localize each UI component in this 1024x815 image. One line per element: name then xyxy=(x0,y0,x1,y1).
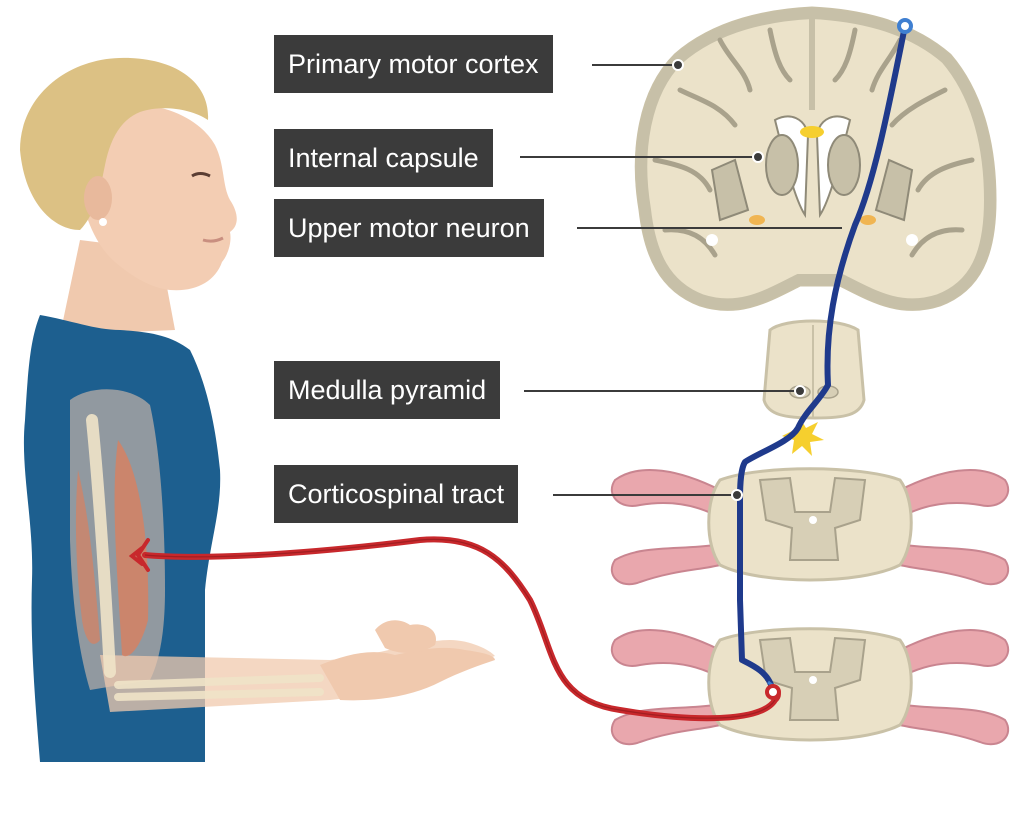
upper-motor-neuron-cell-body xyxy=(897,18,913,34)
lower-motor-neuron-outline xyxy=(144,538,776,719)
spinal-nerve-left-upper xyxy=(610,469,722,517)
pointer-internal-capsule xyxy=(752,151,764,163)
brain-coronal-section xyxy=(634,6,997,311)
hair xyxy=(20,57,209,230)
spinal-nerve-right-upper-2 xyxy=(898,629,1010,677)
leader-primary-motor-cortex xyxy=(592,64,674,66)
decussation-spark xyxy=(782,418,824,456)
pointer-primary-motor-cortex xyxy=(672,59,684,71)
spinal-nerve-right-lower xyxy=(898,543,1010,586)
spinal-segment-upper xyxy=(610,467,1010,586)
face xyxy=(80,104,237,291)
temporal-horn-left xyxy=(706,234,718,246)
insula-right xyxy=(874,158,914,222)
thumb-fingers xyxy=(375,620,436,653)
label-corticospinal-tract: Corticospinal tract xyxy=(274,465,519,523)
pointer-corticospinal-tract xyxy=(731,489,743,501)
mouth xyxy=(202,236,224,243)
sulci xyxy=(652,27,975,258)
person-figure xyxy=(20,57,495,762)
biceps-muscle xyxy=(114,440,149,657)
insula-left xyxy=(710,158,750,222)
lower-motor-neuron-cell-body xyxy=(765,684,781,700)
amygdala-left xyxy=(749,215,765,225)
central-canal-upper xyxy=(809,516,817,524)
central-canal-lower xyxy=(809,676,817,684)
spinal-segment-lower xyxy=(610,627,1010,746)
ulna-bone xyxy=(114,688,324,701)
caudate-left xyxy=(765,134,799,196)
caudate-right xyxy=(827,134,861,196)
amygdala-right xyxy=(860,215,876,225)
corpus-callosum-highlight xyxy=(800,126,824,138)
spinal-nerve-left-lower xyxy=(610,543,722,586)
temporal-horn-right xyxy=(906,234,918,246)
spinal-nerve-right-upper xyxy=(898,469,1010,517)
spinal-nerve-left-upper-2 xyxy=(610,629,722,677)
label-primary-motor-cortex: Primary motor cortex xyxy=(274,35,553,93)
leader-upper-motor-neuron xyxy=(577,227,842,229)
cortex-band xyxy=(636,8,995,310)
leader-internal-capsule xyxy=(520,156,754,158)
spinal-nerve-right-lower-2 xyxy=(898,703,1010,746)
label-upper-motor-neuron: Upper motor neuron xyxy=(274,199,544,257)
eye xyxy=(191,172,211,178)
humerus-bone xyxy=(86,414,116,678)
leader-corticospinal-tract xyxy=(553,494,733,496)
pointer-medulla-pyramid xyxy=(794,385,806,397)
label-internal-capsule: Internal capsule xyxy=(274,129,493,187)
triceps-muscle xyxy=(75,470,100,644)
radius-bone xyxy=(114,674,324,689)
ear xyxy=(84,176,112,220)
leader-medulla-pyramid xyxy=(524,390,796,392)
hand xyxy=(320,647,495,701)
earring xyxy=(99,218,107,226)
neuromuscular-junction xyxy=(128,538,150,572)
label-medulla-pyramid: Medulla pyramid xyxy=(274,361,501,419)
